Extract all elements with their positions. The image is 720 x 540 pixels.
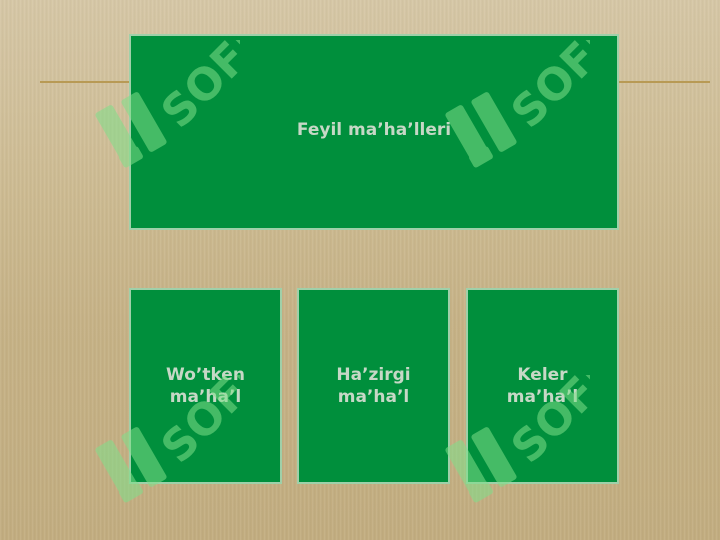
- diagram-root-label: Feyil ma’ha’lleri: [296, 120, 452, 140]
- diagram-child-box-present: Ha’zirgi ma’ha’l: [297, 288, 450, 484]
- diagram-child-box-past: Wo’tken ma’ha’l: [129, 288, 282, 484]
- diagram-child-label-present: Ha’zirgi ma’ha’l: [336, 365, 411, 407]
- diagram-root-box: Feyil ma’ha’lleri: [129, 34, 619, 230]
- diagram-child-label-future: Keler ma’ha’l: [506, 365, 579, 407]
- diagram-child-box-future: Keler ma’ha’l: [466, 288, 619, 484]
- diagram-child-label-past: Wo’tken ma’ha’l: [166, 365, 245, 407]
